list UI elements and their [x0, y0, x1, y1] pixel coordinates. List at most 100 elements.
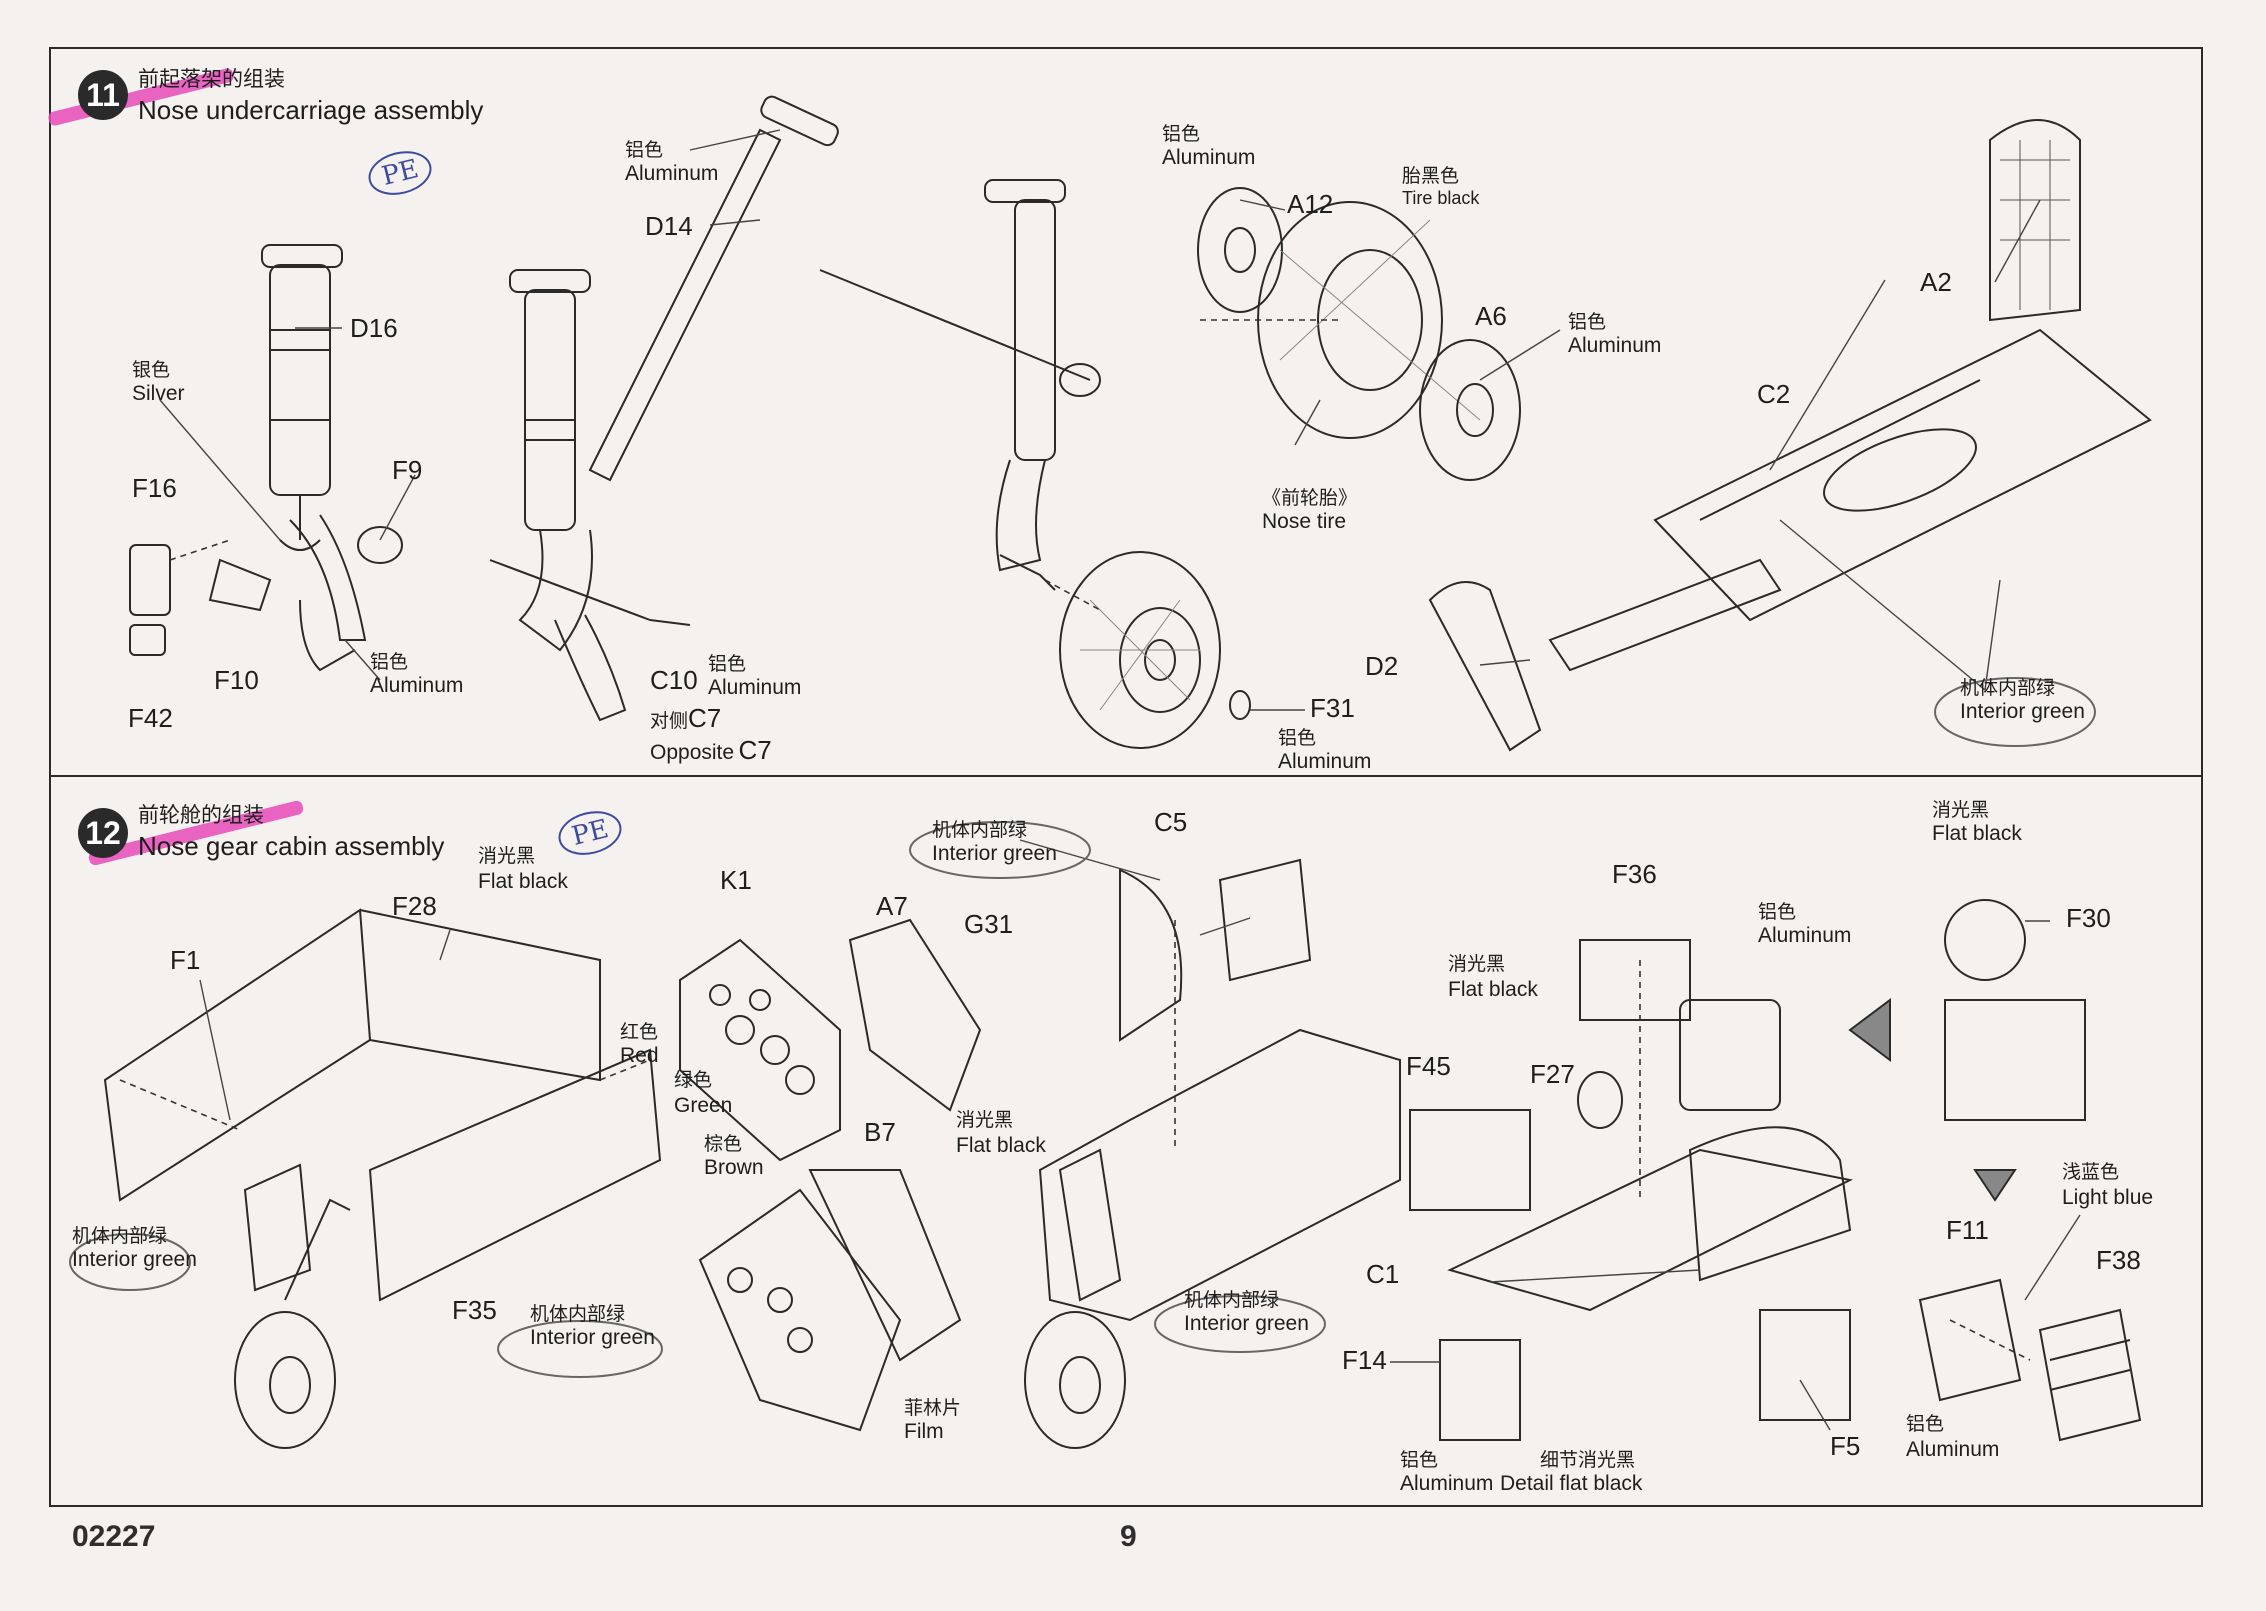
- s12-f28: F28: [392, 891, 437, 921]
- s11-ig-zh: 机体内部绿: [1960, 678, 2056, 699]
- d14-rod: [588, 128, 782, 482]
- s12-dfb-en: Detail flat black: [1500, 1472, 1643, 1495]
- s12-c1: C1: [1366, 1259, 1400, 1289]
- a7-panel-drawing: [848, 918, 982, 1112]
- s12-al3-en: Aluminum: [1906, 1438, 2000, 1461]
- c2-floor-drawing: [1428, 119, 2152, 752]
- f31-washer: [1229, 690, 1251, 720]
- d2-part: [1428, 581, 1542, 752]
- s11-al6-zh: 铝色: [1278, 728, 1317, 749]
- s12-red-zh: 红色: [620, 1022, 659, 1043]
- s11-opposite-c7-en: Opposite C7: [650, 735, 772, 766]
- f36-box: [1579, 939, 1691, 1021]
- s12-a7: A7: [876, 891, 908, 921]
- s11-tire-zh: 胎黑色: [1402, 166, 1460, 187]
- s12-c5: C5: [1154, 807, 1188, 837]
- s11-al6-en: Aluminum: [1278, 750, 1372, 773]
- exploded-wheel-drawing: [1197, 187, 1521, 481]
- s11-a6: A6: [1475, 301, 1507, 331]
- s11-nose-tire-en: Nose tire: [1262, 510, 1347, 533]
- s12-al1-en: Aluminum: [1758, 924, 1852, 947]
- s11-al3-en: Aluminum: [708, 676, 802, 699]
- s11-d14: D14: [645, 211, 693, 241]
- f16-part: [129, 544, 171, 616]
- s12-f27: F27: [1530, 1059, 1575, 1089]
- s12-fb3-en: Flat black: [1448, 978, 1538, 1001]
- s12-film-zh: 菲林片: [904, 1398, 962, 1419]
- s11-opp-en: Opposite: [650, 741, 735, 764]
- s11-c10: C10: [650, 665, 698, 695]
- s12-fb1-zh: 消光黑: [478, 846, 536, 867]
- f10-part: [208, 558, 272, 612]
- s12-f14: F14: [1342, 1345, 1387, 1375]
- s12-red-en: Red: [620, 1044, 659, 1067]
- s11-al1-zh: 铝色: [625, 140, 664, 161]
- s12-lb-en: Light blue: [2062, 1186, 2154, 1209]
- s11-al3-zh: 铝色: [708, 654, 747, 675]
- s12-f45: F45: [1406, 1051, 1451, 1081]
- a2-bulkhead: [1989, 119, 2081, 322]
- s12-g31: G31: [964, 909, 1014, 939]
- s11-al5-zh: 铝色: [1568, 312, 1607, 333]
- f42-part: [129, 624, 166, 656]
- b7-panel-drawing: [698, 1169, 962, 1432]
- s12-f35: F35: [452, 1295, 497, 1325]
- s11-ig-en: Interior green: [1960, 700, 2085, 723]
- step-11-number: 11: [78, 70, 128, 120]
- s12-brown-en: Brown: [704, 1156, 764, 1179]
- c5-assembly-drawing: [1024, 858, 1401, 1449]
- s11-opposite-c7-zh: 对侧C7: [650, 703, 722, 734]
- s12-ig3-zh: 机体内部绿: [932, 820, 1028, 841]
- s12-green-en: Green: [674, 1094, 733, 1117]
- s12-film-en: Film: [904, 1420, 944, 1443]
- s12-ig4-zh: 机体内部绿: [1184, 1290, 1280, 1311]
- s12-dfb-zh: 细节消光黑: [1540, 1450, 1636, 1471]
- s12-f30: F30: [2066, 903, 2111, 933]
- s12-al3-zh: 铝色: [1906, 1414, 1945, 1435]
- s12-al2-zh: 铝色: [1400, 1450, 1439, 1471]
- s11-f9: F9: [392, 455, 423, 485]
- f1-f35-bay-drawing: [103, 908, 662, 1449]
- s12-ig1-en: Interior green: [72, 1248, 197, 1271]
- s12-green-zh: 绿色: [674, 1070, 713, 1091]
- d16-strut-drawing: [261, 244, 403, 672]
- s11-f31: F31: [1310, 693, 1355, 723]
- s11-a2: A2: [1920, 267, 1952, 297]
- steering-strut-drawing: [819, 179, 1101, 591]
- step-12-title-en: Nose gear cabin assembly: [138, 831, 445, 861]
- f5-box: [1759, 1309, 1851, 1421]
- s11-c2: C2: [1757, 379, 1791, 409]
- s12-f11: F11: [1946, 1215, 1989, 1245]
- step-11-title-en: Nose undercarriage assembly: [138, 95, 484, 125]
- s12-fb3-zh: 消光黑: [1448, 954, 1506, 975]
- s12-al1-zh: 铝色: [1758, 902, 1797, 923]
- s11-a12: A12: [1287, 189, 1334, 219]
- s11-nose-tire-zh: 《前轮胎》: [1262, 488, 1358, 509]
- s11-c7: C7: [688, 703, 722, 733]
- c1-floor-drawing: [1409, 939, 1854, 1441]
- s12-ig3-en: Interior green: [932, 842, 1057, 865]
- s11-al4-zh: 铝色: [1162, 124, 1201, 145]
- s11-f10: F10: [214, 665, 259, 695]
- f45-box: [1409, 1109, 1531, 1211]
- s12-k1: K1: [720, 865, 752, 895]
- s11-f16: F16: [132, 473, 177, 503]
- s11-silver-zh: 银色: [132, 360, 171, 381]
- s12-fb4-zh: 消光黑: [1932, 800, 1990, 821]
- s11-c7b: C7: [738, 735, 772, 765]
- s12-ig1-zh: 机体内部绿: [72, 1226, 168, 1247]
- s11-tire-en: Tire black: [1402, 188, 1480, 208]
- s12-ig4-en: Interior green: [1184, 1312, 1309, 1335]
- s11-al2-zh: 铝色: [370, 652, 409, 673]
- s12-ig2-zh: 机体内部绿: [530, 1304, 626, 1325]
- assembled-strut-drawing: [489, 95, 839, 722]
- step-12-panel: [49, 775, 2203, 1507]
- f27-cyl: [1577, 1071, 1623, 1129]
- f14-panel: [1439, 1339, 1521, 1441]
- s12-lb-zh: 浅蓝色: [2062, 1162, 2120, 1183]
- k1-panel-drawing: [679, 938, 841, 1162]
- s11-al5-en: Aluminum: [1568, 334, 1662, 357]
- f30-assembly-drawing: [1848, 899, 2086, 1202]
- s12-f5: F5: [1830, 1431, 1861, 1461]
